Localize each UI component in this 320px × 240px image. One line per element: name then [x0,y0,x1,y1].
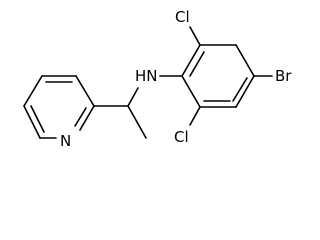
bond [181,75,201,108]
double-bond [232,77,248,102]
bond [235,75,255,108]
atom-label-cl-top: Cl [175,8,190,26]
double-bond [189,51,205,77]
bond [23,75,43,107]
structure-canvas: Cl Br HN Cl N [23,8,292,150]
molecule-diagram: Cl Br HN Cl N [23,8,292,150]
bond [189,106,201,126]
pyridine-ring [23,75,95,139]
bond [79,105,95,131]
bond [75,75,95,107]
atom-label-n-pyridine: N [60,132,71,150]
atom-label-cl-bottom: Cl [174,128,189,146]
bond [127,87,139,107]
atom-label-br: Br [275,67,292,85]
bond [181,44,201,77]
double-bond [30,105,45,133]
bond [235,44,255,77]
double-bond [74,107,87,127]
bond [189,26,201,46]
atom-label-nh: HN [135,67,158,85]
benzene-ring [181,44,255,108]
bond [23,105,41,139]
bond [127,105,147,139]
